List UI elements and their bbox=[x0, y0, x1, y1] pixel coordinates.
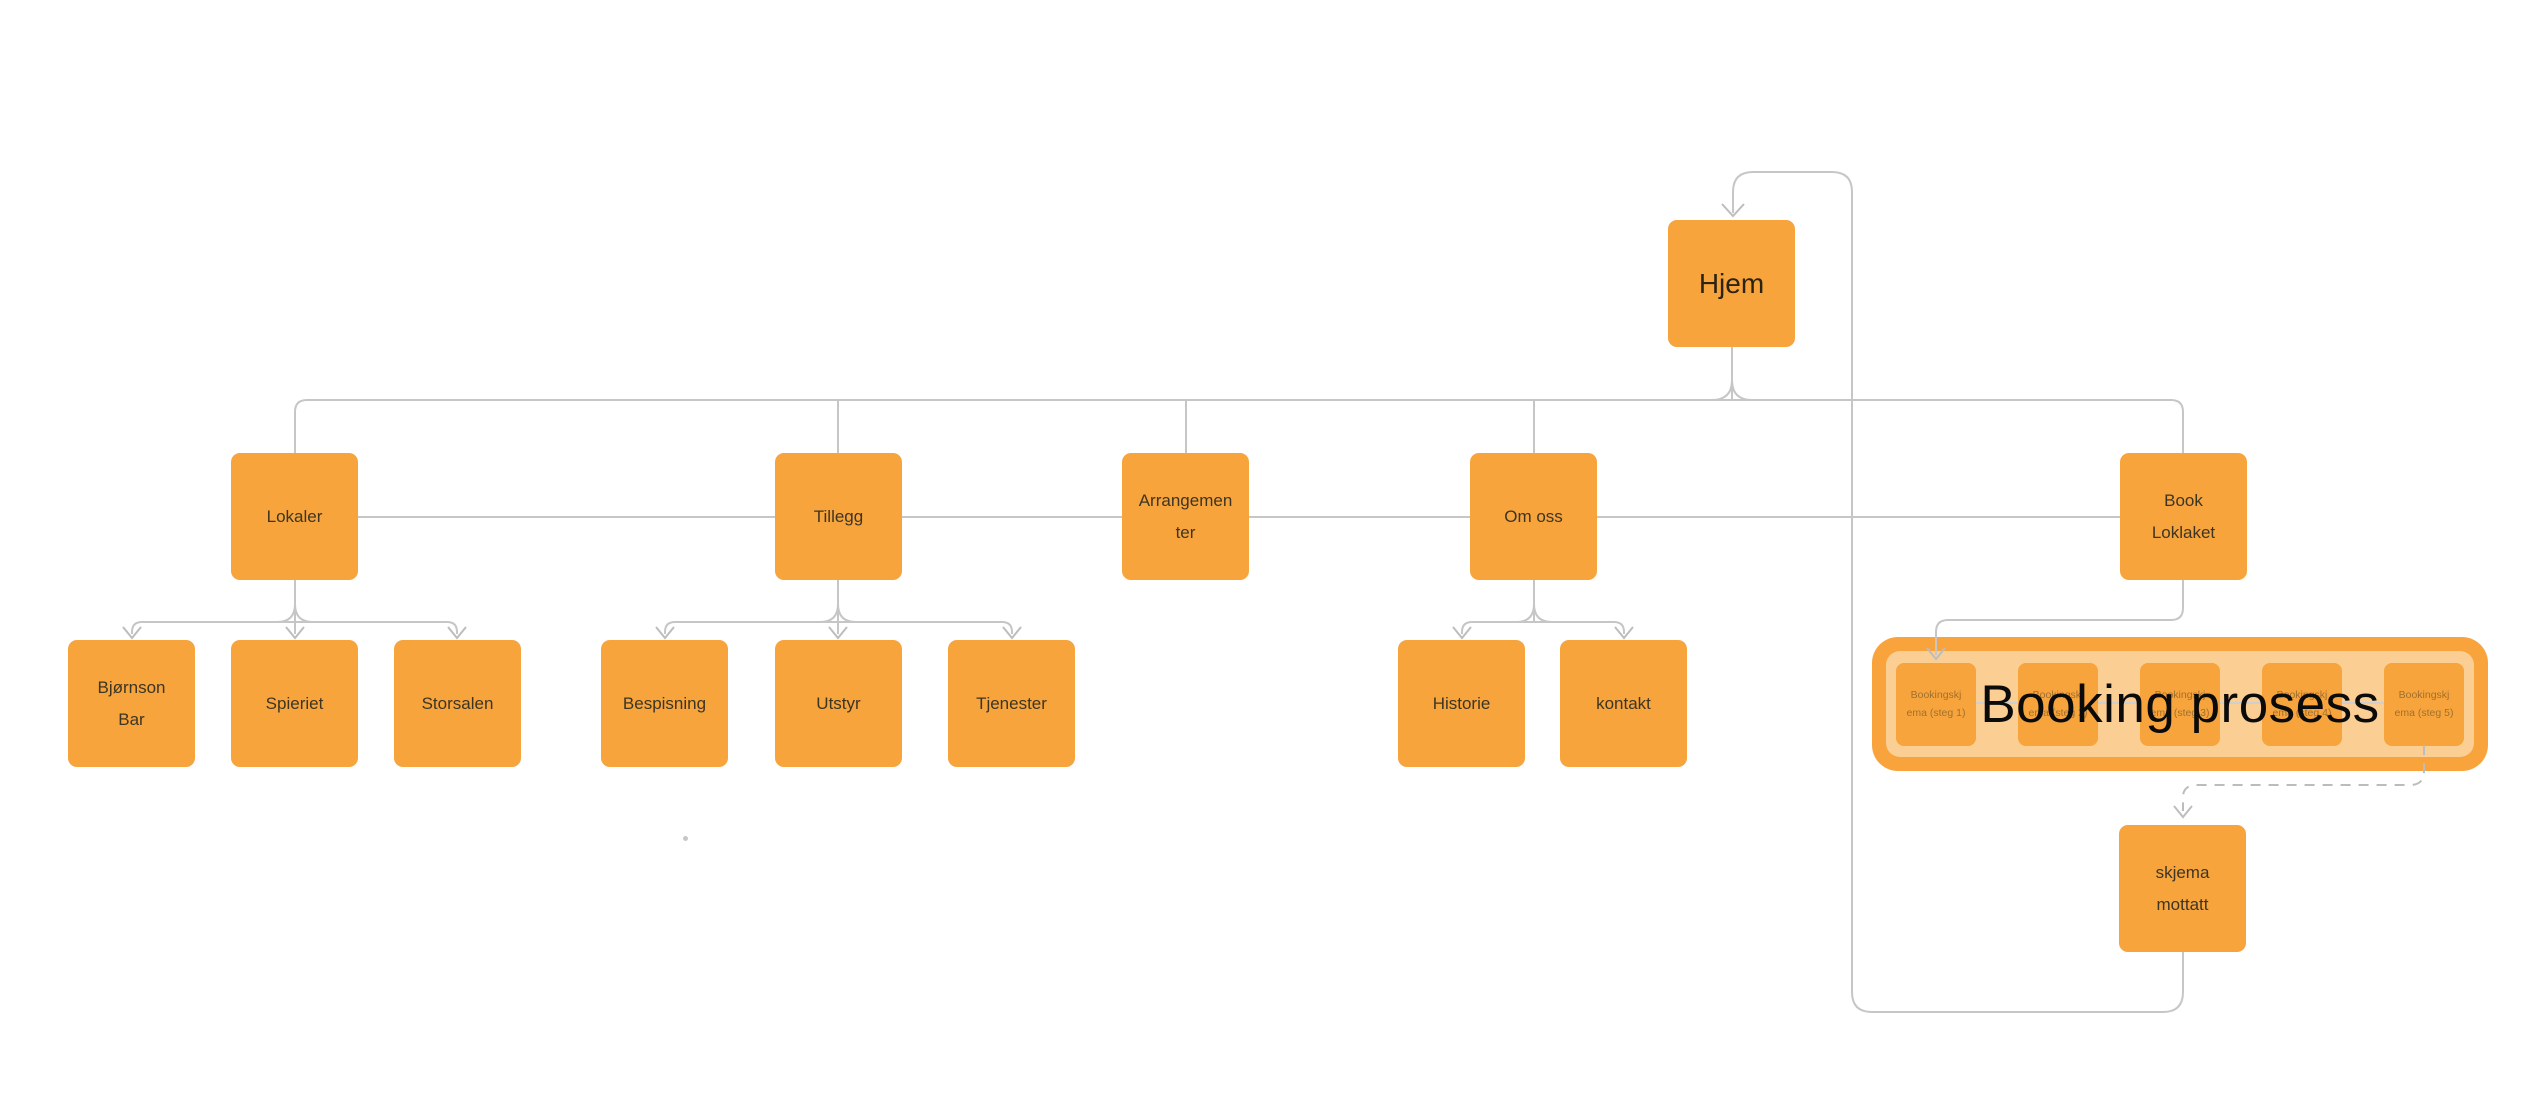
arrowhead-bjornson bbox=[122, 626, 142, 640]
node-label: Hjem bbox=[1698, 267, 1765, 299]
node-label: mottatt bbox=[2156, 894, 2209, 914]
step-node-3[interactable]: Bookingskj ema (steg 3) bbox=[2140, 662, 2220, 746]
node-utstyr[interactable]: Utstyr bbox=[775, 640, 902, 767]
node-label: Storsalen bbox=[421, 693, 494, 713]
connector-omoss-branch bbox=[1461, 621, 1625, 634]
arrowhead-into-skjema bbox=[2173, 805, 2193, 819]
booking-process-label: Booking prosess bbox=[1980, 674, 2380, 734]
connector-bus bbox=[294, 399, 2184, 453]
arrowhead-utstyr bbox=[828, 626, 848, 640]
node-spieriet[interactable]: Spieriet bbox=[231, 640, 358, 767]
node-label: Historie bbox=[1432, 693, 1491, 713]
node-label: Om oss bbox=[1504, 506, 1563, 526]
node-label: Tillegg bbox=[813, 506, 864, 526]
node-label: Utstyr bbox=[816, 693, 861, 713]
arrowhead-storsalen bbox=[447, 626, 467, 640]
arrowhead-historie bbox=[1452, 626, 1472, 640]
step-label: Bookingskj bbox=[1910, 689, 1962, 701]
connector-loop bbox=[1732, 171, 2184, 1013]
arrowhead-spieriet bbox=[285, 626, 305, 640]
node-om-oss[interactable]: Om oss bbox=[1470, 453, 1597, 580]
connector-lokaler-flare bbox=[276, 603, 314, 623]
step-node-4[interactable]: Bookingskj ema (steg 4) bbox=[2262, 662, 2342, 746]
node-historie[interactable]: Historie bbox=[1398, 640, 1525, 767]
node-arrangementer[interactable]: Arrangemen ter bbox=[1122, 453, 1249, 580]
step-node-2[interactable]: Bookingskj ema (steg 2) bbox=[2018, 662, 2098, 746]
node-book-loklaket[interactable]: Book Loklaket bbox=[2120, 453, 2247, 580]
node-label: Book bbox=[2164, 490, 2203, 510]
connector-lokaler-branch bbox=[131, 621, 458, 634]
step-label: Bookingskj bbox=[2398, 689, 2450, 701]
connector-tillegg-flare bbox=[819, 603, 857, 623]
arrowhead-into-hjem bbox=[1721, 203, 1745, 218]
step-label: ema (steg 5) bbox=[2394, 707, 2454, 719]
node-label: ter bbox=[1175, 522, 1196, 542]
connector-omoss-flare bbox=[1515, 603, 1553, 623]
node-label: kontakt bbox=[1596, 693, 1651, 713]
node-skjema-mottatt[interactable]: skjema mottatt bbox=[2119, 825, 2246, 952]
arrowhead-kontakt bbox=[1614, 626, 1634, 640]
connector-hjem-flare bbox=[1711, 379, 1753, 401]
node-label: Spieriet bbox=[265, 693, 324, 713]
step-label: ema (steg 2) bbox=[2028, 707, 2088, 719]
step-label: ema (steg 1) bbox=[1906, 707, 1966, 719]
node-label: Bespisning bbox=[622, 693, 707, 713]
node-label: Bjørnson bbox=[97, 677, 166, 697]
node-label: Bar bbox=[118, 709, 145, 729]
booking-group-inner: Bookingskj ema (steg 1) Bookingskj ema (… bbox=[1886, 651, 2474, 757]
node-label: skjema bbox=[2155, 862, 2210, 882]
node-bjornson-bar[interactable]: Bjørnson Bar bbox=[68, 640, 195, 767]
node-tjenester[interactable]: Tjenester bbox=[948, 640, 1075, 767]
booking-process-group[interactable]: Bookingskj ema (steg 1) Bookingskj ema (… bbox=[1872, 637, 2488, 771]
node-bespisning[interactable]: Bespisning bbox=[601, 640, 728, 767]
node-storsalen[interactable]: Storsalen bbox=[394, 640, 521, 767]
node-label: Tjenester bbox=[976, 693, 1047, 713]
node-label: Loklaket bbox=[2151, 522, 2216, 542]
node-tillegg[interactable]: Tillegg bbox=[775, 453, 902, 580]
arrowhead-tjenester bbox=[1002, 626, 1022, 640]
step-label: ema (steg 4) bbox=[2272, 707, 2332, 719]
connector-tillegg-branch bbox=[664, 621, 1013, 634]
node-kontakt[interactable]: kontakt bbox=[1560, 640, 1687, 767]
node-lokaler[interactable]: Lokaler bbox=[231, 453, 358, 580]
node-label: Lokaler bbox=[266, 506, 323, 526]
step-node-1[interactable]: Bookingskj ema (steg 1) bbox=[1896, 662, 1976, 746]
step-node-5[interactable]: Bookingskj ema (steg 5) bbox=[2384, 662, 2464, 746]
stray-dot bbox=[683, 836, 688, 841]
step-label: ema (steg 3) bbox=[2150, 707, 2210, 719]
step-label: Bookingskj bbox=[2154, 689, 2206, 701]
step-label: Bookingskj bbox=[2276, 689, 2328, 701]
step-label: Bookingskj bbox=[2032, 689, 2084, 701]
node-hjem[interactable]: Hjem bbox=[1668, 220, 1795, 347]
node-label: Arrangemen bbox=[1138, 490, 1233, 510]
arrowhead-bespisning bbox=[655, 626, 675, 640]
